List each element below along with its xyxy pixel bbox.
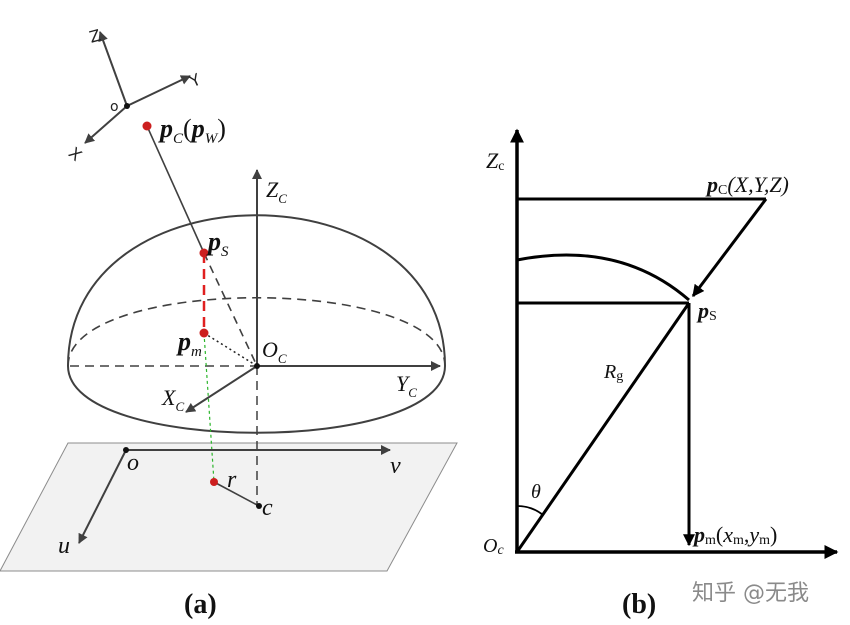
camera-y-label: YC	[396, 371, 417, 400]
caption-b: (b)	[622, 589, 656, 620]
world-y-axis	[126, 75, 191, 107]
point-r	[210, 478, 218, 486]
world-x-label: X	[65, 143, 86, 165]
b-origin-label: Oc	[483, 535, 504, 558]
camera-origin-point	[254, 363, 260, 369]
pm-oc-dotted	[203, 332, 258, 367]
panel-a: Z Y X o pC(pW) pS pm ZC OC YC XC	[0, 26, 458, 620]
ps-label: pS	[206, 227, 229, 260]
image-v-label: v	[390, 453, 401, 479]
pm-r-green-dotted	[203, 332, 215, 483]
b-pc-to-ps-arrow	[691, 198, 768, 297]
point-pc	[142, 121, 152, 131]
point-ps	[199, 248, 209, 258]
b-sphere-arc	[516, 253, 690, 302]
camera-x-label: XC	[161, 385, 184, 414]
image-origin-label: o	[127, 450, 139, 476]
image-origin-point	[123, 447, 129, 453]
point-c-label: c	[262, 495, 273, 521]
point-pm	[199, 328, 209, 338]
b-zc-label: Zc	[486, 148, 504, 174]
world-origin-point	[124, 103, 130, 109]
b-theta-arc	[516, 505, 544, 516]
b-pm-label: pm(xm,ym)	[692, 522, 777, 548]
pm-label: pm	[176, 327, 202, 360]
camera-origin-label: OC	[262, 337, 287, 366]
ray-ps-to-oc-dashed	[203, 252, 258, 367]
r-c-line	[213, 481, 260, 507]
world-x-axis	[84, 105, 128, 144]
world-z-label: Z	[87, 26, 103, 47]
world-origin-label: o	[110, 99, 119, 115]
panel-b: Zc Oc pC(X,Y,Z) pS Rg θ pm(xm,ym) (b)	[483, 128, 839, 620]
camera-z-label: ZC	[266, 177, 287, 206]
point-c	[256, 503, 262, 509]
b-radius-line	[515, 302, 691, 553]
watermark: 知乎 @无我	[692, 581, 809, 606]
camera-x-axis	[185, 365, 258, 413]
b-pc-label: pC(X,Y,Z)	[705, 172, 789, 198]
image-u-label: u	[58, 533, 70, 559]
b-theta-label: θ	[531, 481, 541, 503]
world-z-axis	[98, 31, 128, 107]
point-r-label: r	[227, 467, 237, 493]
b-ps-label: pS	[696, 298, 717, 324]
caption-a: (a)	[184, 589, 217, 620]
b-radius-label: Rg	[603, 361, 623, 384]
pc-label: pC(pW)	[158, 114, 226, 147]
world-y-label: Y	[186, 70, 204, 92]
image-u-axis	[78, 449, 127, 544]
ray-pc-to-ps	[146, 125, 205, 254]
